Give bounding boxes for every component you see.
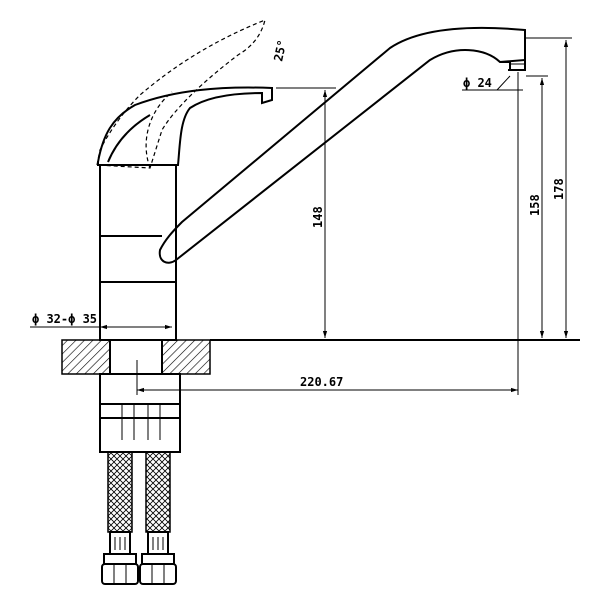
lever-handle (97, 86, 273, 166)
base-diameter-label: ϕ 32-ϕ 35 (32, 312, 97, 326)
height-dimension-148: 148 (276, 87, 336, 338)
hose-left (101, 451, 139, 585)
height-label-158: 158 (528, 194, 542, 216)
height-label-178: 178 (552, 178, 566, 200)
spout-diameter-label: ϕ 24 (463, 76, 492, 90)
faucet-body (99, 164, 177, 341)
spout (158, 26, 526, 264)
lever-handle-rotated (96, 19, 266, 169)
height-dimension-178: 178 (526, 37, 572, 338)
spout-diameter-dimension: ϕ 24 (462, 75, 523, 91)
reach-label: 220.67 (300, 375, 343, 389)
base-diameter-dimension: ϕ 32-ϕ 35 (30, 300, 172, 340)
height-label-148: 148 (311, 206, 325, 228)
angle-label: 25° (271, 38, 289, 62)
countertop (61, 339, 580, 375)
hose-right (139, 451, 177, 585)
mounting-shank (99, 373, 181, 453)
height-dimension-158: 158 (526, 75, 548, 338)
reach-dimension: 220.67 (136, 72, 519, 395)
